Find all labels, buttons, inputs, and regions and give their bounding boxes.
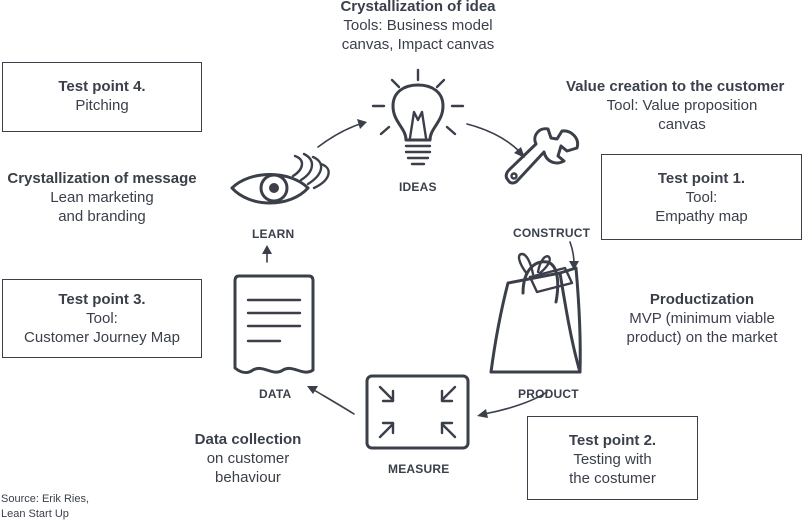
value-creation-title: Value creation to the customer	[566, 78, 785, 95]
test-point-3-line2: Customer Journey Map	[24, 329, 180, 346]
crystallization-idea-title: Crystallization of idea	[340, 0, 496, 15]
crystallization-idea-note: Crystallization of idea Tools: Business …	[318, 0, 518, 54]
productization-line2: product) on the market	[626, 329, 778, 346]
eye-icon	[230, 152, 330, 205]
value-creation-line2: canvas	[658, 116, 706, 133]
crystallization-message-line1: Lean marketing	[50, 189, 154, 206]
test-point-3-box: Test point 3. Tool: Customer Journey Map	[2, 279, 202, 358]
shopping-bag-icon	[489, 252, 582, 374]
productization-title: Productization	[649, 291, 755, 308]
stage-label-construct: CONSTRUCT	[513, 226, 591, 240]
productization-note: Productization MVP (minimum viable produ…	[612, 290, 792, 347]
test-point-4-box: Test point 4. Pitching	[2, 62, 202, 132]
test-point-1-line1: Tool:	[685, 189, 718, 206]
test-point-1-box: Test point 1. Tool: Empathy map	[601, 154, 802, 240]
crystallization-idea-line1: Tools: Business model	[343, 17, 493, 34]
crystallization-message-note: Crystallization of message Lean marketin…	[0, 169, 204, 226]
stage-label-product: PRODUCT	[518, 387, 579, 401]
data-collection-title: Data collection	[194, 431, 302, 448]
source-line2: Lean Start Up	[1, 508, 69, 520]
crystallization-idea-line2: canvas, Impact canvas	[341, 36, 495, 53]
test-point-2-line2: the costumer	[569, 470, 656, 487]
test-point-2-line1: Testing with	[573, 451, 652, 468]
stage-label-data: DATA	[259, 387, 292, 401]
crystallization-message-line2: and branding	[58, 208, 146, 225]
stage-label-ideas: IDEAS	[399, 180, 437, 194]
source-line1: Source: Erik Ries,	[1, 493, 90, 505]
crystallization-message-title: Crystallization of message	[7, 170, 197, 187]
value-creation-note: Value creation to the customer Tool: Val…	[566, 77, 803, 134]
test-point-3-line1: Tool:	[86, 310, 118, 327]
test-point-4-line1: Pitching	[75, 97, 129, 114]
productization-line1: MVP (minimum viable	[629, 310, 775, 327]
data-collection-line1: on customer	[206, 450, 290, 467]
test-point-3-title: Test point 3.	[58, 291, 146, 308]
cycle-arrows	[262, 119, 579, 418]
source-note: Source: Erik Ries, Lean Start Up	[1, 492, 89, 522]
document-icon	[233, 274, 315, 375]
test-point-2-title: Test point 2.	[568, 432, 657, 449]
stage-label-learn: LEARN	[252, 227, 295, 241]
wrench-icon	[504, 127, 580, 185]
shrink-arrows-icon	[365, 374, 470, 450]
value-creation-line1: Tool: Value proposition	[606, 97, 758, 114]
light-bulb-icon	[371, 68, 465, 166]
test-point-2-box: Test point 2. Testing with the costumer	[527, 416, 698, 500]
test-point-1-title: Test point 1.	[657, 170, 746, 187]
test-point-1-line2: Empathy map	[655, 208, 748, 225]
data-collection-note: Data collection on customer behaviour	[178, 430, 318, 487]
test-point-4-title: Test point 4.	[58, 78, 146, 95]
stage-label-measure: MEASURE	[388, 462, 450, 476]
data-collection-line2: behaviour	[215, 469, 281, 486]
